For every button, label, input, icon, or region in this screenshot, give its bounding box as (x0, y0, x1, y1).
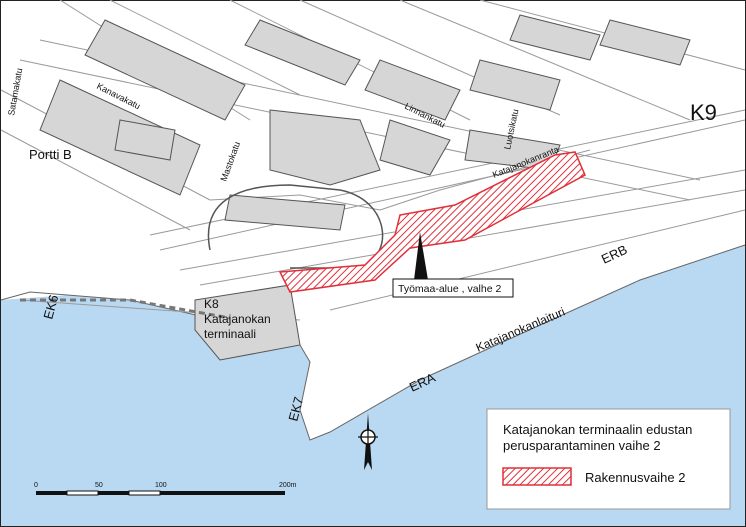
scale-label-0: 0 (34, 482, 38, 489)
legend-item-label: Rakennusvaihe 2 (585, 470, 685, 485)
scale-bar: 0 50 100 200m (34, 482, 297, 496)
scale-label-200m: 200m (279, 482, 297, 489)
callout-text: Työmaa-alue , valhe 2 (398, 283, 501, 295)
berth-label-ek7: EK7 (285, 395, 306, 423)
scale-label-50: 50 (95, 482, 103, 489)
construction-area (278, 151, 586, 293)
legend-swatch (502, 467, 572, 486)
scale-label-100: 100 (155, 482, 167, 489)
label-k8-name-2: terminaali (204, 327, 256, 341)
north-arrow-icon (358, 413, 378, 470)
label-portti-b: Portti B (29, 147, 72, 162)
buildings (39, 14, 691, 361)
legend-title-line1: Katajanokan terminaalin edustan (503, 422, 692, 437)
legend-title-line2: perusparantaminen vaihe 2 (503, 438, 661, 453)
berth-label-ek6: EK6 (40, 293, 61, 321)
rail-line (20, 298, 231, 320)
callout-box (392, 278, 514, 298)
callout-pointer (414, 232, 428, 280)
legend: Katajanokan terminaalin edustan peruspar… (486, 408, 731, 510)
label-k9: K9 (690, 100, 717, 125)
label-k8-name-1: Katajanokan (204, 312, 271, 326)
label-k8-code: K8 (204, 297, 219, 311)
